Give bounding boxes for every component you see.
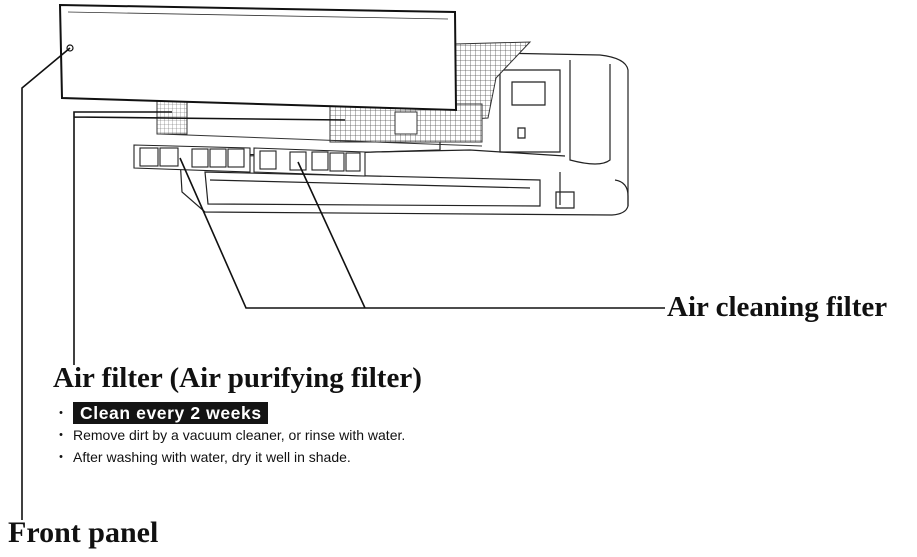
air-cleaning-filter-right [253,147,366,177]
bullet: ・ [54,427,68,443]
front-panel-shape [58,3,458,112]
bullet: ・ [54,405,68,421]
note-item: ・ Remove dirt by a vacuum cleaner, or ri… [53,424,405,446]
air-cleaning-filter-left [133,144,251,173]
air-cleaning-filter-label: Air cleaning filter [667,291,888,323]
note-text: After washing with water, dry it well in… [73,449,351,465]
leader-air-cleaning-filter [179,157,665,309]
leader-front-panel [21,47,71,520]
indoor-unit-body [179,51,629,216]
note-item: ・ After washing with water, dry it well … [53,446,405,468]
front-panel-label: Front panel [8,516,159,549]
care-notes-list: ・ Clean every 2 weeks ・ Remove dirt by a… [53,402,405,468]
leader-lines [21,47,665,520]
cleaning-interval-highlight: Clean every 2 weeks [73,402,268,424]
bullet: ・ [54,449,68,465]
leader-air-filter [73,111,346,365]
air-filter-label: Air filter (Air purifying filter) [53,362,422,394]
note-text: Remove dirt by a vacuum cleaner, or rins… [73,427,406,443]
note-item: ・ Clean every 2 weeks [53,402,405,424]
